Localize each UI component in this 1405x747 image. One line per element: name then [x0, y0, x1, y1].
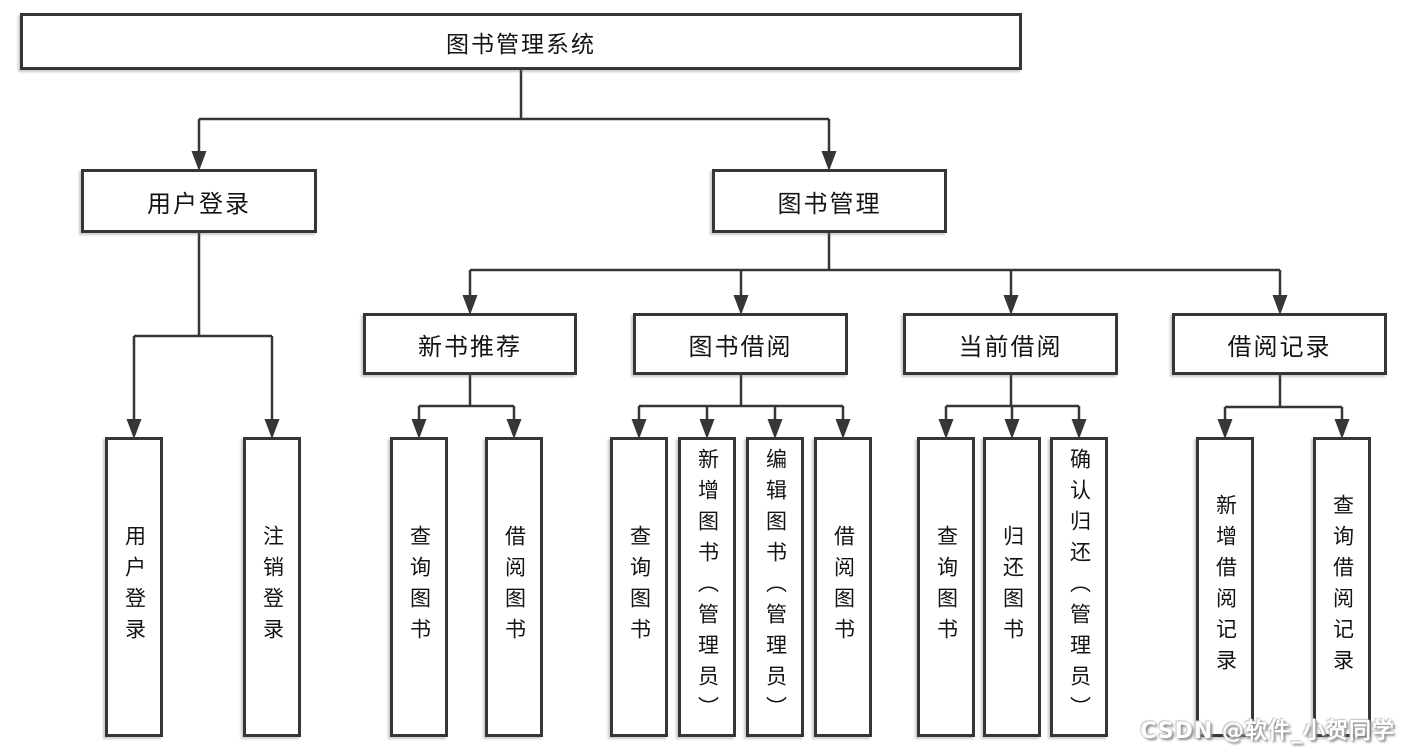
arrow-down-icon — [191, 151, 207, 171]
leaf-query-books-recommend: 查询图书 — [390, 437, 448, 737]
arrow-down-icon — [1334, 419, 1350, 439]
arrow-down-icon — [699, 419, 715, 439]
leaf-borrow-books-recommend: 借阅图书 — [485, 437, 543, 737]
leaf-query-books-current: 查询图书 — [917, 437, 975, 737]
leaf-edit-book-admin: 编辑图书（管理员） — [746, 437, 804, 737]
node-library-management-system: 图书管理系统 — [20, 13, 1022, 70]
arrow-down-icon — [1004, 419, 1020, 439]
node-borrowing-records: 借阅记录 — [1172, 313, 1387, 375]
node-current-borrowing: 当前借阅 — [903, 313, 1118, 375]
leaf-query-borrow-record: 查询借阅记录 — [1313, 437, 1371, 737]
arrow-down-icon — [1217, 419, 1233, 439]
arrow-down-icon — [631, 419, 647, 439]
arrow-down-icon — [506, 419, 522, 439]
connector-path — [132, 70, 1344, 421]
arrow-down-icon — [126, 419, 142, 439]
node-book-borrowing: 图书借阅 — [633, 313, 848, 375]
arrow-down-icon — [938, 419, 954, 439]
arrow-down-icon — [733, 295, 749, 315]
node-book-management: 图书管理 — [712, 169, 947, 233]
arrow-down-icon — [767, 419, 783, 439]
leaf-logout: 注销登录 — [243, 437, 301, 737]
arrow-down-icon — [1272, 295, 1288, 315]
leaf-add-book-admin: 新增图书（管理员） — [678, 437, 736, 737]
leaf-return-books: 归还图书 — [983, 437, 1041, 737]
arrow-down-icon — [264, 419, 280, 439]
node-new-book-recommend: 新书推荐 — [363, 313, 577, 375]
arrow-down-icon — [835, 419, 851, 439]
leaf-confirm-return-admin: 确认归还（管理员） — [1050, 437, 1108, 737]
watermark: CSDN @软件_小贺同学 — [1140, 719, 1395, 744]
leaf-borrow-books: 借阅图书 — [814, 437, 872, 737]
leaf-query-books-borrowing: 查询图书 — [610, 437, 668, 737]
arrow-down-icon — [821, 151, 837, 171]
node-user-login: 用户登录 — [81, 169, 317, 233]
arrow-down-icon — [1071, 419, 1087, 439]
leaf-add-borrow-record: 新增借阅记录 — [1196, 437, 1254, 737]
leaf-user-login: 用户登录 — [105, 437, 163, 737]
arrow-down-icon — [1003, 295, 1019, 315]
arrow-down-icon — [462, 295, 478, 315]
arrow-down-icon — [411, 419, 427, 439]
